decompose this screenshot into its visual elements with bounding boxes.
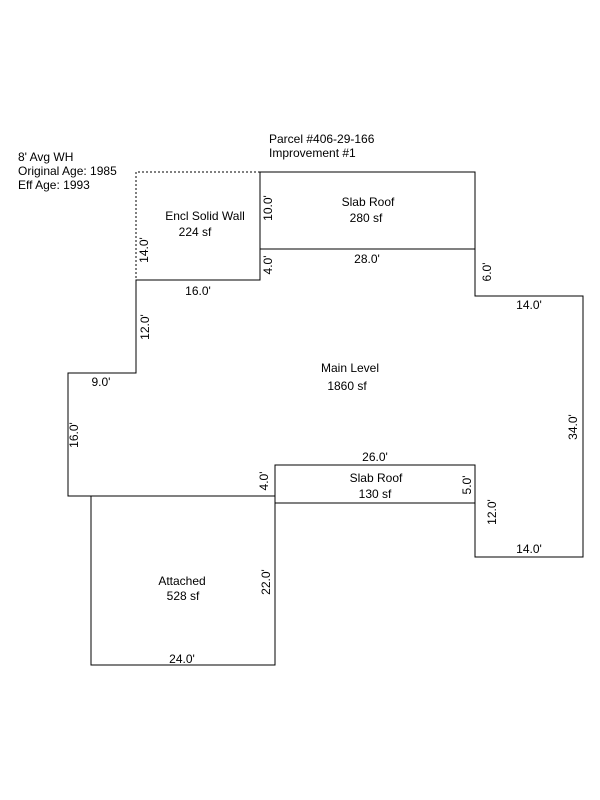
encl-solid-wall-area: 224 sf <box>179 225 212 239</box>
main-level-area: 1860 sf <box>327 379 367 393</box>
dim-slab-bottom-right: 5.0' <box>460 476 474 495</box>
slab-roof-bottom-name: Slab Roof <box>350 471 403 485</box>
slab-roof-bottom-outline <box>274 464 476 504</box>
dim-right-bottom: 14.0' <box>516 542 542 556</box>
dim-right-step: 6.0' <box>480 263 494 282</box>
dim-encl-left: 14.0' <box>137 237 151 263</box>
encl-solid-wall-outline <box>135 171 261 280</box>
dim-left-upper: 12.0' <box>138 314 152 340</box>
slab-roof-top-area: 280 sf <box>350 211 383 225</box>
dim-step-4-upper: 4.0' <box>261 256 275 275</box>
improvement-number: Improvement #1 <box>269 146 356 160</box>
dim-slab-top-left: 10.0' <box>261 195 275 221</box>
parcel-number: Parcel #406-29-166 <box>269 132 375 146</box>
main-level-name: Main Level <box>321 361 379 375</box>
dim-slab-bottom-top: 26.0' <box>362 450 388 464</box>
dim-slab-top-bottom: 28.0' <box>354 252 380 266</box>
attached-area: 528 sf <box>167 589 200 603</box>
dim-lower-right: 12.0' <box>485 499 499 525</box>
eff-age-note: Eff Age: 1993 <box>18 178 90 192</box>
dim-attached-bottom: 24.0' <box>169 652 195 666</box>
attached-outline <box>90 495 276 666</box>
dim-encl-bottom: 16.0' <box>185 284 211 298</box>
dim-left-side: 16.0' <box>67 422 81 448</box>
dim-right-side: 34.0' <box>566 414 580 440</box>
attached-name: Attached <box>158 574 205 588</box>
dim-left-step: 9.0' <box>92 375 111 389</box>
dim-right-top: 14.0' <box>516 298 542 312</box>
encl-solid-wall-name: Encl Solid Wall <box>165 209 245 223</box>
main-level-outline <box>67 248 584 558</box>
wall-height-note: 8' Avg WH <box>18 150 74 164</box>
dim-attached-right: 22.0' <box>259 569 273 595</box>
original-age-note: Original Age: 1985 <box>18 164 117 178</box>
slab-roof-top-outline <box>259 171 476 250</box>
slab-roof-bottom-area: 130 sf <box>359 487 392 501</box>
dim-step-4-lower: 4.0' <box>257 472 271 491</box>
slab-roof-top-name: Slab Roof <box>342 195 395 209</box>
